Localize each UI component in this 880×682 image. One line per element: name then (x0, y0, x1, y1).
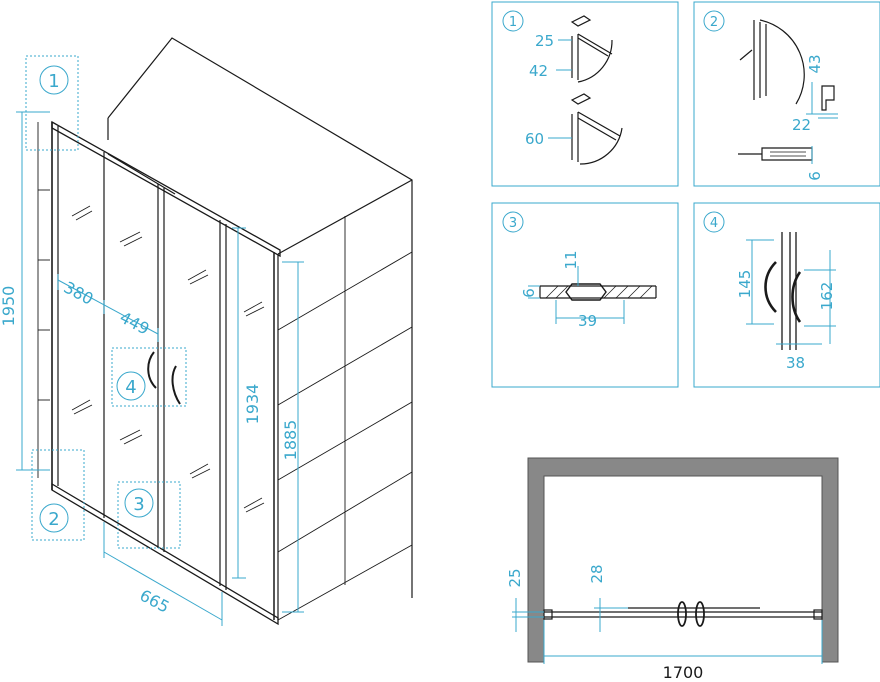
main-dimension-labels: 1950 380 449 1934 1885 665 (0, 278, 300, 617)
dim-1885: 1885 (281, 420, 300, 461)
dim-1934: 1934 (243, 384, 262, 425)
callout-1: 1 (48, 71, 59, 92)
detail-4-id: 4 (710, 216, 718, 231)
dim-449: 449 (117, 308, 153, 339)
detail-2-label-43: 43 (806, 54, 824, 73)
dim-1950: 1950 (0, 286, 18, 327)
detail-1-dims (548, 39, 572, 139)
detail-3-dims (528, 266, 625, 324)
dim-380: 380 (61, 278, 97, 309)
detail-4-label-145: 145 (736, 270, 754, 299)
callout-4: 4 (125, 377, 136, 398)
detail-2-label-6: 6 (806, 171, 824, 181)
detail-3-drawing (539, 283, 657, 301)
plan-label-25: 25 (506, 568, 524, 587)
plan-view-walls (527, 457, 839, 663)
detail-1-label-60: 60 (525, 130, 544, 148)
detail-4-dims (746, 239, 836, 345)
detail-1-drawing (570, 15, 623, 165)
main-isometric-view (37, 37, 413, 626)
detail-3-label-11: 11 (562, 250, 580, 269)
plan-label-28: 28 (588, 564, 606, 583)
detail-3-label-39: 39 (578, 312, 597, 330)
detail-2-id: 2 (710, 15, 718, 30)
plan-view-door (543, 601, 823, 627)
detail-1-id: 1 (509, 15, 517, 30)
main-dimension-lines (16, 55, 304, 626)
detail-frames (491, 1, 880, 388)
detail-2-dims (806, 82, 838, 164)
detail-2-label-22: 22 (792, 116, 811, 134)
detail-3-id: 3 (509, 216, 517, 231)
detail-4-label-38: 38 (786, 354, 805, 372)
detail-4-drawing (764, 232, 802, 350)
plan-label-1700: 1700 (663, 663, 704, 682)
detail-2-drawing (738, 19, 835, 161)
callout-2: 2 (48, 509, 59, 530)
dim-665: 665 (137, 586, 173, 617)
plan-view-dims (512, 598, 823, 664)
detail-1-label-42: 42 (529, 62, 548, 80)
detail-1-label-25: 25 (535, 32, 554, 50)
detail-ids: 1 2 3 4 (509, 15, 718, 231)
callout-3: 3 (133, 494, 144, 515)
detail-4-label-162: 162 (818, 282, 836, 311)
main-callout-labels: 1 2 4 3 (48, 71, 144, 530)
detail-3-label-6: 6 (520, 288, 538, 298)
